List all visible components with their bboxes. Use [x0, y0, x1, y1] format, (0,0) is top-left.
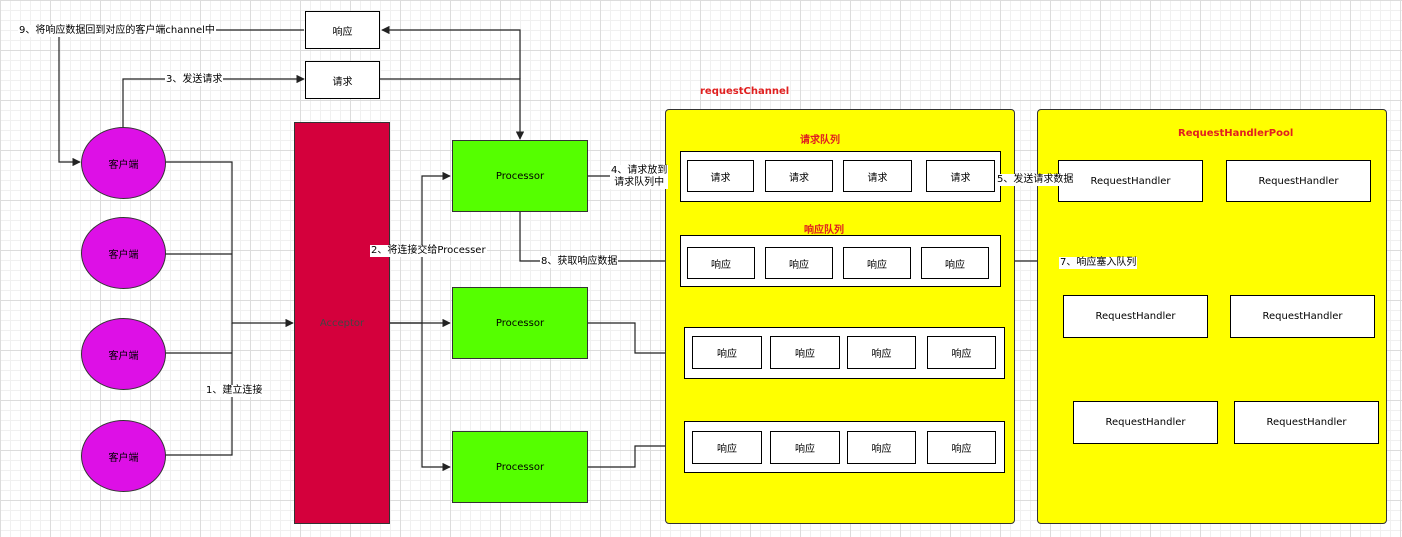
request-handler-node: RequestHandler	[1234, 401, 1379, 444]
connector-request-processor	[380, 78, 525, 140]
edge-label-return-response: 9、将响应数据回到对应的客户端channel中	[18, 25, 216, 37]
node-label: 响应	[951, 349, 972, 360]
queue-request-item: 请求	[926, 160, 995, 192]
node-label: Processor	[495, 461, 545, 473]
processor-node: Processor	[452, 140, 588, 212]
acceptor-node: Acceptor	[294, 122, 390, 524]
queue-response-item: 响应	[847, 431, 916, 464]
node-label: 请求	[950, 172, 971, 184]
node-label: 客户端	[108, 350, 139, 362]
connector-processor2-response-queue	[588, 322, 682, 358]
edge-label-send-data: 5、发送请求数据	[996, 174, 1075, 186]
response-queue-title: 响应队列	[804, 225, 844, 236]
edge-label-send-request: 3、发送请求	[165, 74, 224, 86]
request-handler-node: RequestHandler	[1063, 295, 1208, 338]
queue-response-item: 响应	[843, 247, 911, 279]
client-node: 客户端	[81, 127, 166, 199]
edge-label-line: 4、请求放到	[611, 165, 668, 176]
node-label: 响应	[795, 349, 815, 360]
queue-response-item: 响应	[692, 336, 762, 369]
queue-response-item: 响应	[765, 247, 833, 279]
queue-request-item: 请求	[687, 160, 754, 192]
node-label: RequestHandler	[1266, 417, 1347, 428]
node-label: 请求	[789, 172, 809, 184]
request-handler-pool-title: RequestHandlerPool	[1178, 128, 1294, 139]
processor-node: Processor	[452, 287, 588, 359]
edge-label-line: 请求队列中	[614, 177, 665, 188]
processor-node: Processor	[452, 431, 588, 503]
request-queue-title: 请求队列	[800, 135, 840, 146]
node-label: 客户端	[108, 452, 139, 464]
client-node: 客户端	[81, 420, 166, 492]
request-handler-node: RequestHandler	[1073, 401, 1218, 444]
queue-response-item: 响应	[927, 336, 996, 369]
node-label: 客户端	[108, 249, 139, 261]
node-label: 响应	[867, 259, 887, 271]
node-label: 响应	[789, 259, 809, 271]
queue-response-item: 响应	[692, 431, 762, 464]
node-label: 请求	[332, 76, 353, 88]
node-label: Acceptor	[319, 317, 365, 329]
top-request-box: 请求	[305, 61, 380, 99]
queue-request-item: 请求	[765, 160, 833, 192]
connector-client4-acceptor	[165, 323, 233, 456]
request-handler-node: RequestHandler	[1058, 160, 1203, 202]
edge-label-connect: 1、建立连接	[205, 385, 264, 397]
node-label: 响应	[951, 444, 972, 455]
node-label: 客户端	[108, 159, 139, 171]
request-handler-node: RequestHandler	[1226, 160, 1371, 202]
queue-response-item: 响应	[927, 431, 996, 464]
edge-label-enqueue-request: 4、请求放到 请求队列中	[610, 165, 669, 189]
connector-acceptor-processor3	[421, 323, 451, 472]
queue-request-item: 请求	[843, 160, 912, 192]
client-node: 客户端	[81, 318, 166, 390]
node-label: RequestHandler	[1258, 175, 1339, 187]
node-label: RequestHandler	[1105, 417, 1186, 428]
node-label: 响应	[871, 349, 892, 360]
node-label: 响应	[717, 444, 737, 455]
connector-client1-acceptor	[165, 161, 294, 328]
queue-response-item: 响应	[770, 336, 840, 369]
client-node: 客户端	[81, 217, 166, 289]
edge-label-handover: 2、将连接交给Processer	[370, 245, 487, 257]
request-channel-title: requestChannel	[700, 86, 790, 97]
node-label: 请求	[710, 172, 731, 184]
top-response-box: 响应	[305, 11, 380, 49]
node-label: 响应	[871, 444, 892, 455]
node-label: 响应	[717, 349, 737, 360]
queue-response-item: 响应	[921, 247, 989, 279]
connector-processor3-response-queue	[588, 441, 682, 468]
node-label: Processor	[495, 317, 545, 329]
node-label: 响应	[945, 259, 965, 271]
node-label: RequestHandler	[1262, 311, 1343, 322]
node-label: RequestHandler	[1090, 175, 1171, 187]
node-label: 响应	[795, 444, 815, 455]
connector-client-request	[122, 74, 305, 127]
edge-label-enqueue-response: 7、响应塞入队列	[1059, 257, 1138, 269]
node-label: 响应	[711, 259, 731, 271]
node-label: 响应	[332, 26, 353, 38]
node-label: RequestHandler	[1095, 311, 1176, 322]
node-label: Processor	[495, 170, 545, 182]
request-handler-node: RequestHandler	[1230, 295, 1375, 338]
node-label: 请求	[867, 172, 888, 184]
edge-label-fetch-response: 8、获取响应数据	[540, 256, 619, 268]
queue-response-item: 响应	[847, 336, 916, 369]
queue-response-item: 响应	[687, 247, 755, 279]
connector-processor-response-queue	[519, 212, 678, 266]
connector-processor-response	[381, 25, 521, 79]
queue-response-item: 响应	[770, 431, 840, 464]
